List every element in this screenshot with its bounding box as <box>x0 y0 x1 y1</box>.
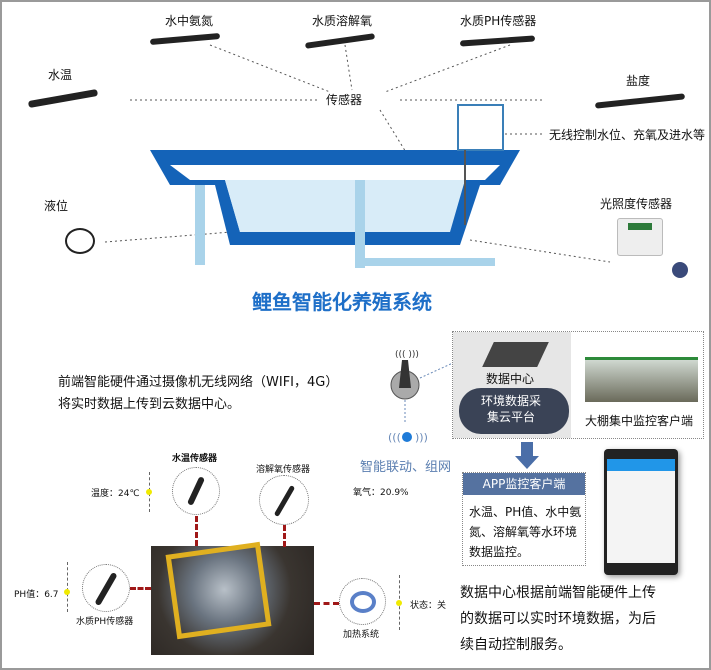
app-client-box: APP监控客户端 水温、PH值、水中氨 氮、溶解氧等水环境 数据监控。 <box>462 472 586 566</box>
intro-line-2: 将实时数据上传到云数据中心。 <box>58 397 241 412</box>
connector <box>195 516 198 546</box>
label-salinity-sensor: 盐度 <box>626 74 651 88</box>
arrow-down-icon <box>521 442 533 456</box>
light-sensor-icon <box>617 218 663 256</box>
phone-app-screenshot <box>604 449 678 575</box>
label-oxygen-sensor: 水质溶解氧 <box>312 14 373 28</box>
indicator-dot <box>146 489 152 495</box>
pool-diagram <box>104 44 611 268</box>
divider <box>67 562 68 612</box>
cloud-icon <box>459 388 569 434</box>
summary-line-2: 的数据可以实时环境数据，为后 <box>460 611 656 627</box>
control-room-photo <box>585 357 698 402</box>
indicator-dot <box>64 589 70 595</box>
server-icon <box>482 342 549 367</box>
fish-crate-photo <box>151 541 314 655</box>
temp-reading: 温度：24℃ <box>91 489 140 499</box>
label-temp-sensor: 水温 <box>48 68 73 82</box>
svg-text:(((: ((( <box>388 431 401 444</box>
label-level-sensor: 液位 <box>44 199 69 213</box>
indicator-dot <box>396 600 402 606</box>
level-sensor-icon <box>65 228 95 254</box>
heater-label: 加热系统 <box>343 630 380 640</box>
do-sensor-icon <box>259 475 309 525</box>
heater-status: 状态：关 <box>410 601 447 611</box>
dot-icon <box>672 262 688 278</box>
arrow-head-icon <box>515 456 539 469</box>
app-body-line-1: 水温、PH值、水中氨 <box>469 505 582 519</box>
svg-text:))): ))) <box>415 431 428 444</box>
ph-sensor-label: 水质PH传感器 <box>76 617 134 627</box>
app-body-line-2: 氮、溶解氧等水环境 <box>469 525 578 539</box>
label-light-sensor: 光照度传感器 <box>600 197 673 211</box>
heater-icon <box>339 578 386 625</box>
cloud-line-1: 环境数据采 <box>481 394 542 408</box>
data-center-label: 数据中心 <box>486 372 535 386</box>
data-center-panel: 数据中心 环境数据采 集云平台 大棚集中监控客户端 <box>452 331 704 439</box>
svg-text:((( ))): ((( ))) <box>395 350 419 360</box>
connector <box>130 587 151 590</box>
app-body-line-3: 数据监控。 <box>469 545 530 559</box>
intro-line-1: 前端智能硬件通过摄像机无线网络（WIFI，4G） <box>58 375 339 390</box>
label-controller: 无线控制水位、充氧及进水等 <box>549 128 706 142</box>
label-ammonia-sensor: 水中氨氮 <box>165 14 214 28</box>
label-ph-sensor: 水质PH传感器 <box>460 14 537 28</box>
monitor-client-label: 大棚集中监控客户端 <box>585 414 694 428</box>
network-label: 智能联动、组网 <box>360 460 452 475</box>
temp-sensor-label: 水温传感器 <box>172 454 218 464</box>
oxygen-reading: 氧气：20.9% <box>353 488 409 498</box>
ph-sensor-icon <box>82 564 130 612</box>
summary-line-1: 数据中心根据前端智能硬件上传 <box>460 585 656 601</box>
ph-reading: PH值：6.7 <box>14 590 59 600</box>
connector <box>283 525 286 547</box>
network-diagram: ((( ))) ((( ))) <box>388 350 456 444</box>
app-client-title: APP监控客户端 <box>463 473 585 495</box>
do-sensor-label: 溶解氧传感器 <box>256 465 311 475</box>
temp-sensor-icon <box>172 467 220 515</box>
cloud-line-2: 集云平台 <box>487 410 536 424</box>
label-sensors: 传感器 <box>326 93 363 107</box>
system-title: 鲤鱼智能化养殖系统 <box>252 290 432 314</box>
connector <box>314 602 339 605</box>
summary-line-3: 续自动控制服务。 <box>460 637 572 653</box>
